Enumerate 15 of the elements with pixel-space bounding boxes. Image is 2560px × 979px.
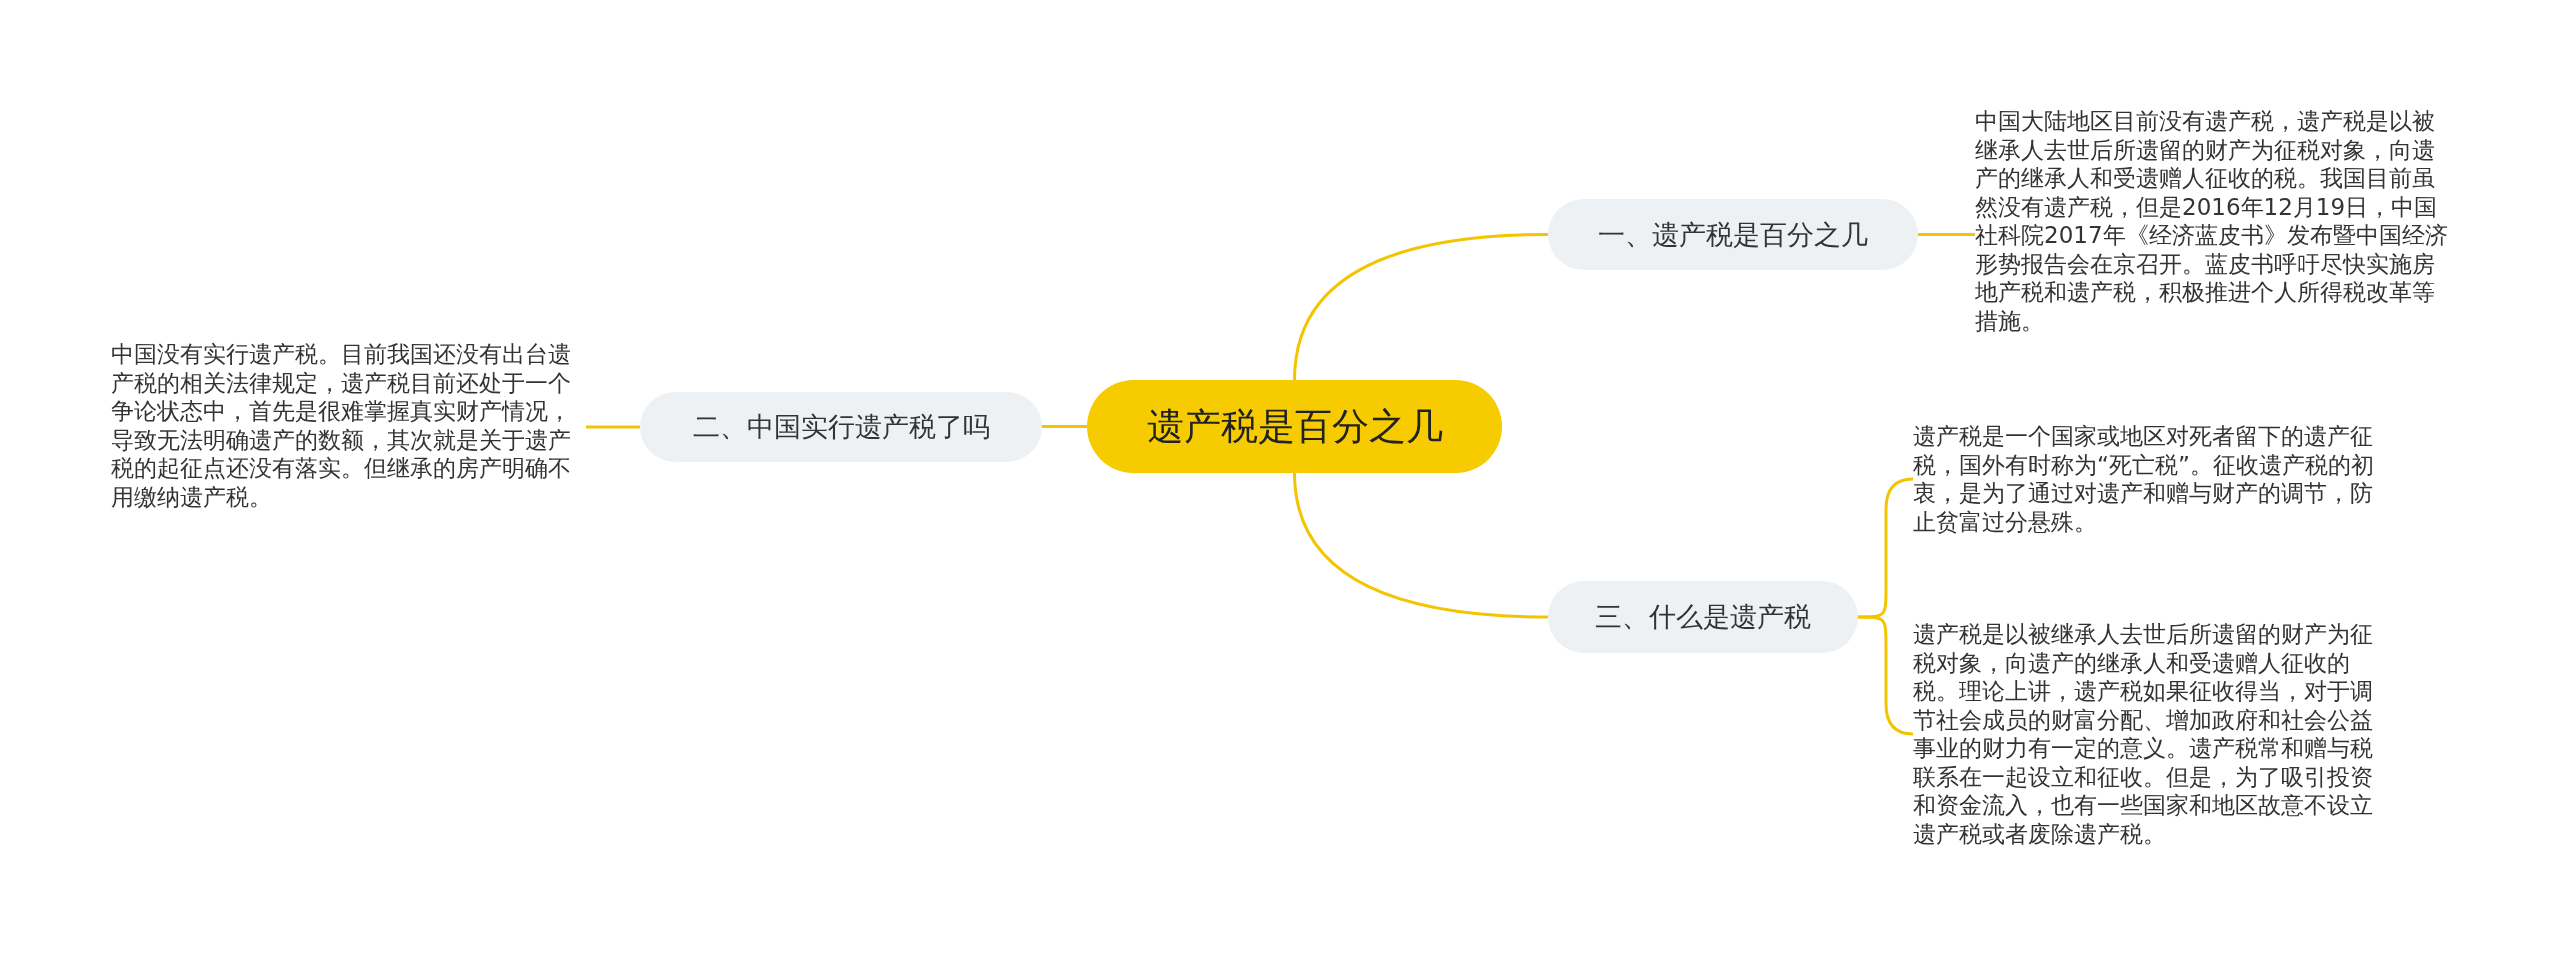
connector-line (1293, 472, 1549, 619)
topic-label: 三、什么是遗产税 (1595, 600, 1811, 634)
topic-label: 一、遗产税是百分之几 (1598, 217, 1868, 252)
note-text: 中国大陆地区目前没有遗产税，遗产税是以被继承人去世后所遗留的财产为征税对象，向遗产的继承人和受遗赠人征收的税。我国目前虽然没有遗产税，但是2016年12月19日，中国社科院2017年《经济蓝皮书》发布暨中国经济形势报告会在京召开。蓝皮书呼吁尽快实施房地产税和遗产税，积极推进个人所得税改革等措施。 (1975, 108, 2448, 334)
note-text: 中国没有实行遗产税。目前我国还没有出台遗产税的相关法律规定，遗产税目前还处于一个争论状态中，首先是很难掌握真实财产情况，导致无法明确遗产的数额，其次就是关于遗产税的起征点还没有落实。但继承的房产明确不用缴纳遗产税。 (111, 341, 571, 510)
connector-line (1293, 233, 1549, 381)
topic-label: 二、中国实行遗产税了吗 (692, 410, 990, 444)
connector-line (1918, 233, 1975, 236)
note-text: 遗产税是以被继承人去世后所遗留的财产为征税对象，向遗产的继承人和受遗赠人征收的税。理论上讲，遗产税如果征收得当，对于调节社会成员的财富分配、增加政府和社会公益事业的财力有一定的意义。遗产税常和赠与税联系在一起设立和征收。但是，为了吸引投资和资金流入，也有一些国家和地区故意不设立遗产税或者废除遗产税。 (1913, 621, 2373, 847)
connector-line (1858, 615, 1914, 736)
topic-title: 遗产税是百分之几 (1146, 403, 1443, 450)
connector-line (586, 425, 640, 429)
connector-line (1042, 425, 1087, 428)
connector-line (1858, 477, 1914, 619)
note-text: 遗产税是一个国家或地区对死者留下的遗产征税，国外有时称为“死亡税”。征收遗产税的初衷，是为了通过对遗产和赠与财产的调节，防止贫富过分悬殊。 (1913, 423, 2374, 535)
